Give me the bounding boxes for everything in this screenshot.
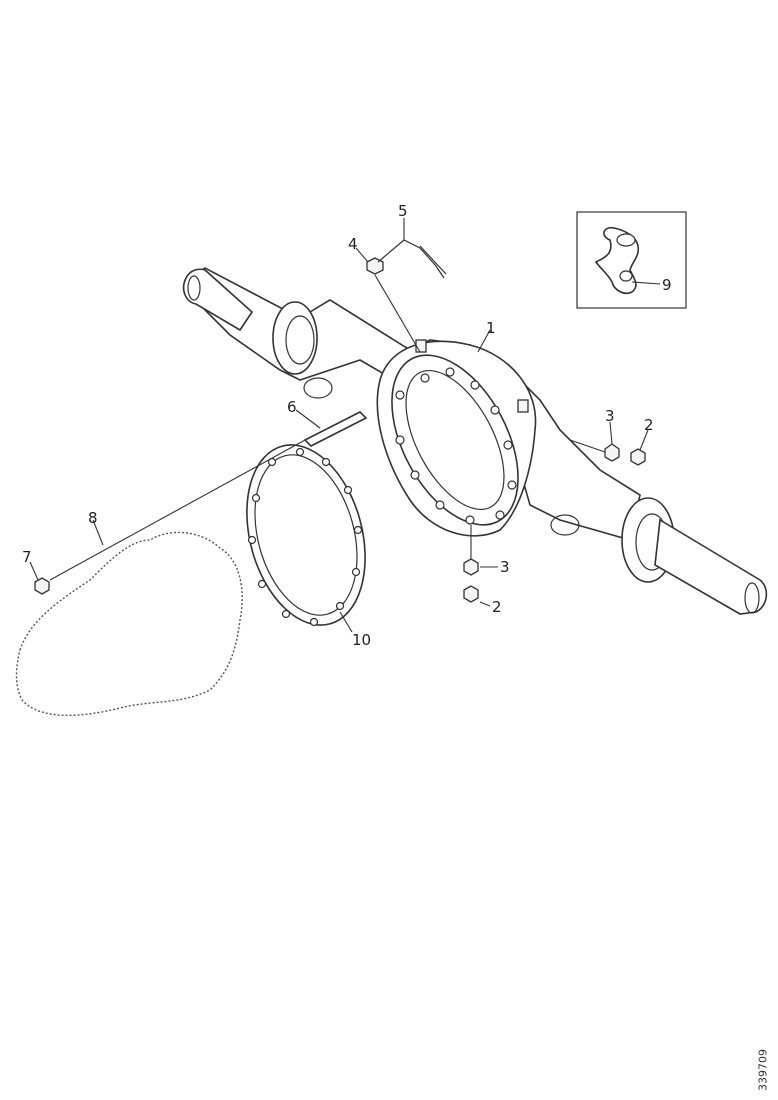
bowl-bolt-hole — [465, 515, 475, 525]
detail-inset — [576, 211, 687, 309]
bowl-bolt-hole — [445, 367, 455, 377]
gasket-hole — [343, 485, 353, 495]
bowl-bolt-hole — [395, 390, 405, 400]
breather-pipe-part-5 — [377, 239, 445, 279]
callout-7: 7 — [22, 548, 32, 566]
leader-line-10 — [339, 611, 353, 633]
callout-2-lower: 2 — [492, 598, 502, 616]
left-spindle-end — [187, 275, 201, 301]
gasket-hole — [251, 493, 261, 503]
gasket-hole — [335, 601, 345, 611]
gasket-hole — [351, 567, 361, 577]
gasket-hole — [247, 535, 257, 545]
housing-boss — [415, 339, 427, 353]
bowl-bolt-hole — [420, 373, 430, 383]
gasket-hole — [295, 447, 305, 457]
leader-line-8 — [92, 519, 104, 546]
callout-8: 8 — [88, 509, 98, 527]
housing-bracket-right — [550, 514, 580, 536]
callout-3-lower: 3 — [500, 558, 510, 576]
leader-line-2-right — [639, 429, 649, 451]
callout-5: 5 — [398, 202, 408, 220]
nut-part-7 — [34, 577, 50, 595]
leader-line-1 — [477, 329, 491, 353]
right-spindle — [654, 518, 768, 615]
bracket-hole-lower — [619, 270, 633, 282]
inset-frame — [576, 211, 687, 309]
breather-pipe-edge — [419, 245, 447, 275]
housing-boss — [517, 399, 529, 413]
bowl-bolt-hole — [495, 510, 505, 520]
bowl-bolt-hole — [395, 435, 405, 445]
bowl-opening — [405, 369, 505, 511]
nut-part-4 — [366, 257, 384, 275]
washer-part-3-right — [604, 443, 620, 462]
housing-bracket-left — [303, 377, 333, 399]
leader-line-3-right — [609, 421, 613, 445]
leader-line-4 — [355, 247, 369, 263]
gasket-hole — [353, 525, 363, 535]
gasket-hole — [321, 457, 331, 467]
gasket-hole — [257, 579, 267, 589]
differential-carrier-part-8 — [15, 531, 243, 717]
callout-1: 1 — [486, 319, 496, 337]
bracket-hole — [616, 233, 636, 247]
leader-line-2-lower — [479, 601, 491, 607]
callout-10: 10 — [352, 631, 371, 649]
bowl-flange — [391, 354, 519, 526]
leader-line-9 — [631, 281, 661, 285]
left-spindle — [182, 268, 254, 332]
gasket-inner — [254, 454, 358, 616]
breather-connection-line — [374, 274, 421, 353]
bowl-bolt-hole — [490, 405, 500, 415]
stud-part-6 — [303, 411, 368, 447]
bowl-bolt-hole — [435, 500, 445, 510]
callout-6: 6 — [287, 398, 297, 416]
callout-2-right: 2 — [644, 416, 654, 434]
gasket-hole — [281, 609, 291, 619]
gasket-outer — [246, 444, 366, 626]
bowl-bolt-hole — [470, 380, 480, 390]
right-spindle-end — [744, 582, 760, 614]
leader-line-6 — [295, 409, 321, 429]
callout-9: 9 — [662, 276, 672, 294]
assembly-axis-line — [49, 439, 306, 581]
callout-4: 4 — [348, 235, 358, 253]
reference-number-text: 339709 — [756, 1049, 770, 1091]
stud-line-right — [569, 439, 606, 453]
washer-part-3-lower — [463, 558, 479, 576]
gasket-part-10 — [246, 444, 366, 627]
left-flange — [272, 301, 318, 375]
reference-number: 339709 — [748, 1040, 778, 1100]
callout-3-right: 3 — [605, 407, 615, 425]
nut-part-2-lower — [463, 585, 479, 603]
left-flange-inner — [285, 315, 315, 365]
bowl-bolt-hole — [507, 480, 517, 490]
bowl-bolt-hole — [410, 470, 420, 480]
gasket-hole — [309, 617, 319, 627]
nut-part-2-right — [630, 448, 646, 466]
axle-housing-part — [182, 267, 768, 615]
bowl-bolt-hole — [503, 440, 513, 450]
leader-line-7 — [29, 561, 39, 581]
